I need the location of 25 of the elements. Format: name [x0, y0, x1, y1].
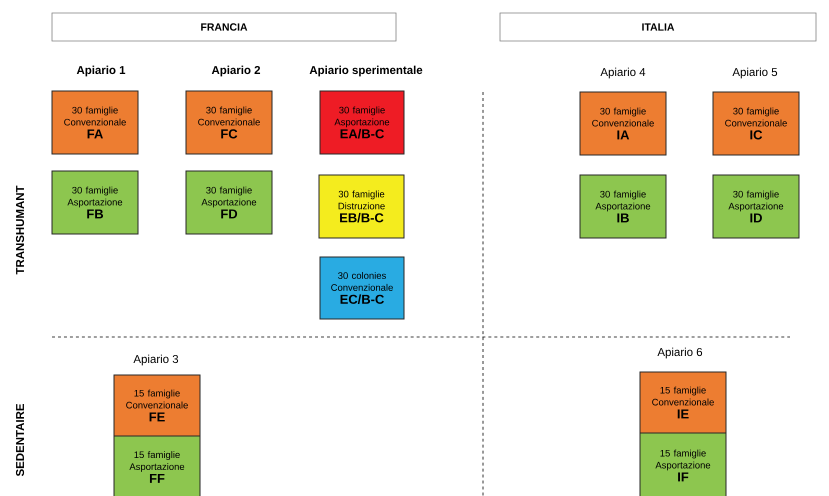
colony-box: 15 famiglie Convenzionale FE	[114, 374, 200, 436]
colony-box: 30 famiglie Convenzionale FA	[52, 90, 138, 154]
colony-box: 15 famiglie Convenzionale IE	[640, 372, 726, 434]
apiary-label: Apiario 6	[657, 348, 702, 358]
apiary-label: Apiario 1	[76, 66, 126, 76]
colony-box: 30 famiglie Asportazione EA/B-C	[320, 90, 404, 154]
colony-box: 30 famiglie Convenzionale FC	[186, 90, 272, 154]
apiary-label: Apiario 2	[212, 66, 260, 76]
section-label: SEDENTAIRE	[16, 404, 24, 476]
colony-box: 30 famiglie Convenzionale IC	[712, 92, 800, 156]
colony-box: 30 famiglie Asportazione ID	[712, 174, 800, 238]
colony-box: 15 famiglie Asportazione IF	[640, 432, 726, 496]
colony-box: 30 famiglie Distruzione EB/B-C	[318, 174, 404, 238]
apiary-label: Apiario sperimentale	[310, 66, 422, 76]
colony-box: 30 famiglie Asportazione FD	[186, 170, 272, 234]
colony-box: 30 famiglie Convenzionale IA	[580, 92, 666, 156]
apiary-label: Apiario 4	[600, 68, 646, 78]
colony-box: 30 famiglie Asportazione FB	[52, 170, 138, 234]
colony-box: 30 colonies Convenzionale EC/B-C	[320, 256, 404, 320]
region-header: ITALIA	[500, 12, 816, 42]
colony-box: 15 famiglie Asportazione FF	[114, 436, 200, 496]
section-label: TRANSHUMANT	[16, 186, 24, 274]
colony-box: 30 famiglie Asportazione IB	[580, 174, 666, 238]
region-header: FRANCIA	[52, 12, 396, 42]
apiary-label: Apiario 5	[732, 68, 778, 78]
